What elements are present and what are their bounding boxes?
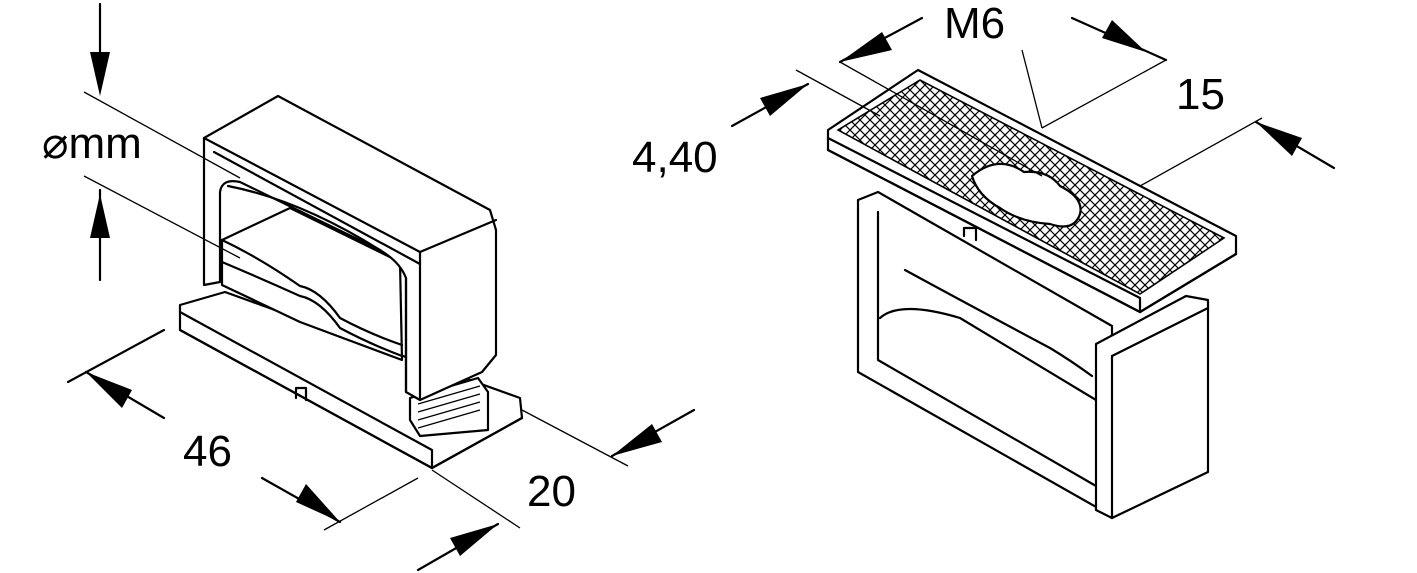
- dimension-15: [1139, 117, 1336, 187]
- width-15-label: 15: [1176, 70, 1225, 119]
- dimension-diameter: [83, 2, 241, 282]
- dimension-m6: [838, 16, 1168, 177]
- pipe-saddle: [220, 206, 404, 362]
- dimension-20: [416, 408, 696, 572]
- diameter-label: ⌀mm: [42, 122, 142, 166]
- thread-m6-label: M6: [944, 0, 1006, 48]
- length-46-label: 46: [183, 427, 232, 476]
- dimension-4-40: [730, 69, 881, 128]
- dimension-46: [66, 328, 419, 531]
- clamp-body: [856, 190, 1210, 520]
- hole-4-40-label: 4,40: [632, 133, 718, 182]
- knurled-plate: [826, 68, 1238, 314]
- diameter-symbol: ⌀: [42, 119, 69, 168]
- diameter-unit: mm: [68, 119, 142, 168]
- clamp-bow: [202, 94, 498, 402]
- width-20-label: 20: [527, 467, 576, 516]
- clamp-part-left: [178, 94, 524, 470]
- clamp-part-right: [826, 68, 1238, 520]
